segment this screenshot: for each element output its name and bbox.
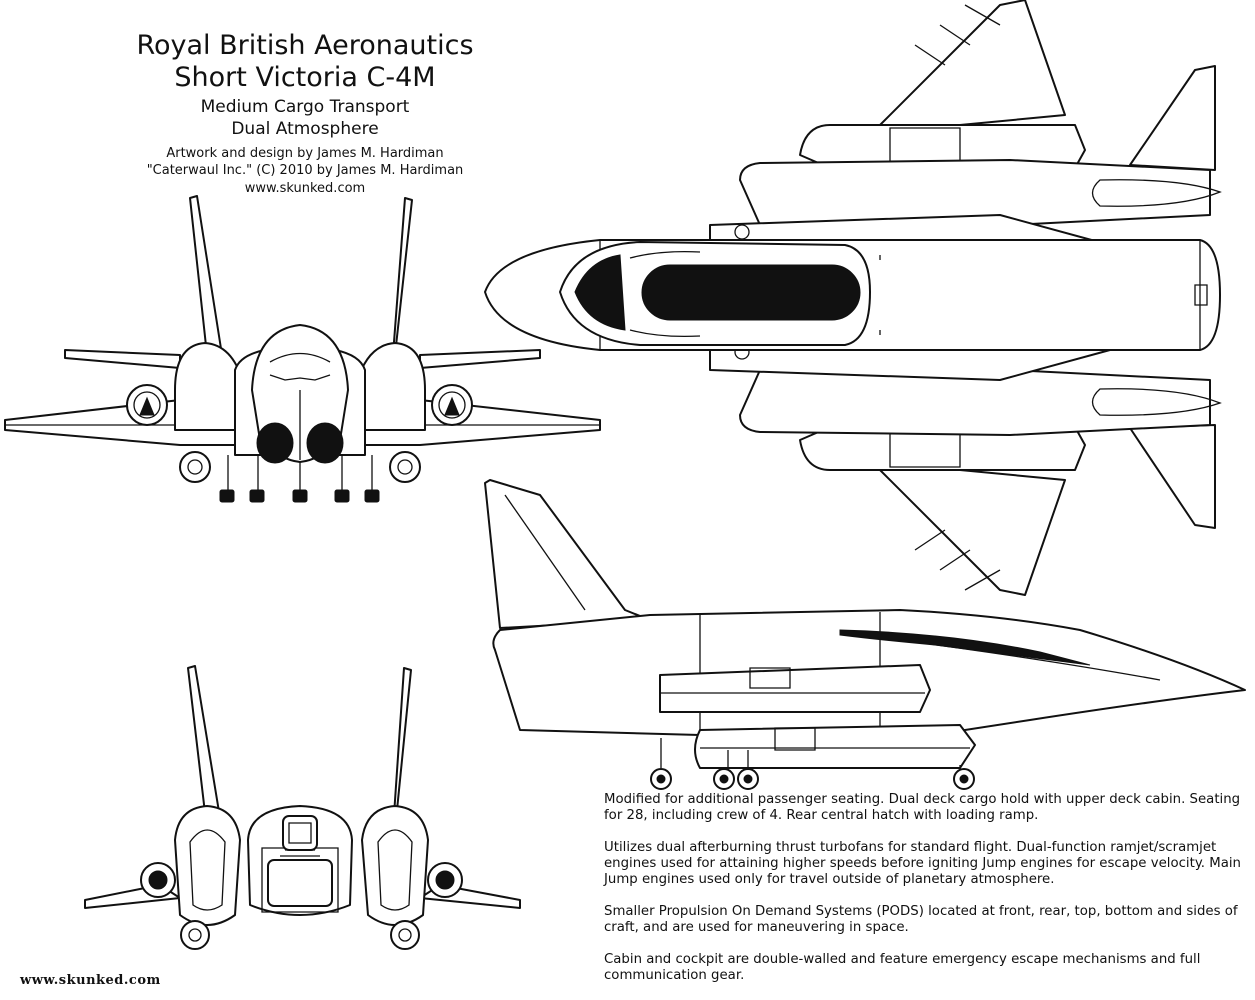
note-paragraph: Utilizes dual afterburning thrust turbof…	[604, 840, 1241, 887]
front-view-drawing	[5, 196, 600, 502]
footer-url: www.skunked.com	[20, 973, 161, 988]
side-view-drawing	[485, 480, 1245, 789]
subtitle-line-1: Medium Cargo Transport	[200, 97, 410, 117]
note-paragraph: Modified for additional passenger seatin…	[604, 792, 1241, 823]
specification-notes: Modified for additional passenger seatin…	[604, 792, 1244, 1000]
rear-view-drawing	[85, 666, 520, 949]
note-paragraph: Cabin and cockpit are double-walled and …	[604, 952, 1201, 983]
title-line-2: Short Victoria C-4M	[174, 62, 436, 93]
top-view-drawing	[485, 0, 1220, 595]
note-paragraph: Smaller Propulsion On Demand Systems (PO…	[604, 904, 1238, 935]
title-line-1: Royal British Aeronautics	[136, 30, 474, 61]
credit-line-2: "Caterwaul Inc." (C) 2010 by James M. Ha…	[146, 163, 464, 178]
credit-line-1: Artwork and design by James M. Hardiman	[166, 146, 444, 161]
subtitle-line-2: Dual Atmosphere	[231, 119, 379, 139]
credit-line-3: www.skunked.com	[244, 181, 366, 196]
